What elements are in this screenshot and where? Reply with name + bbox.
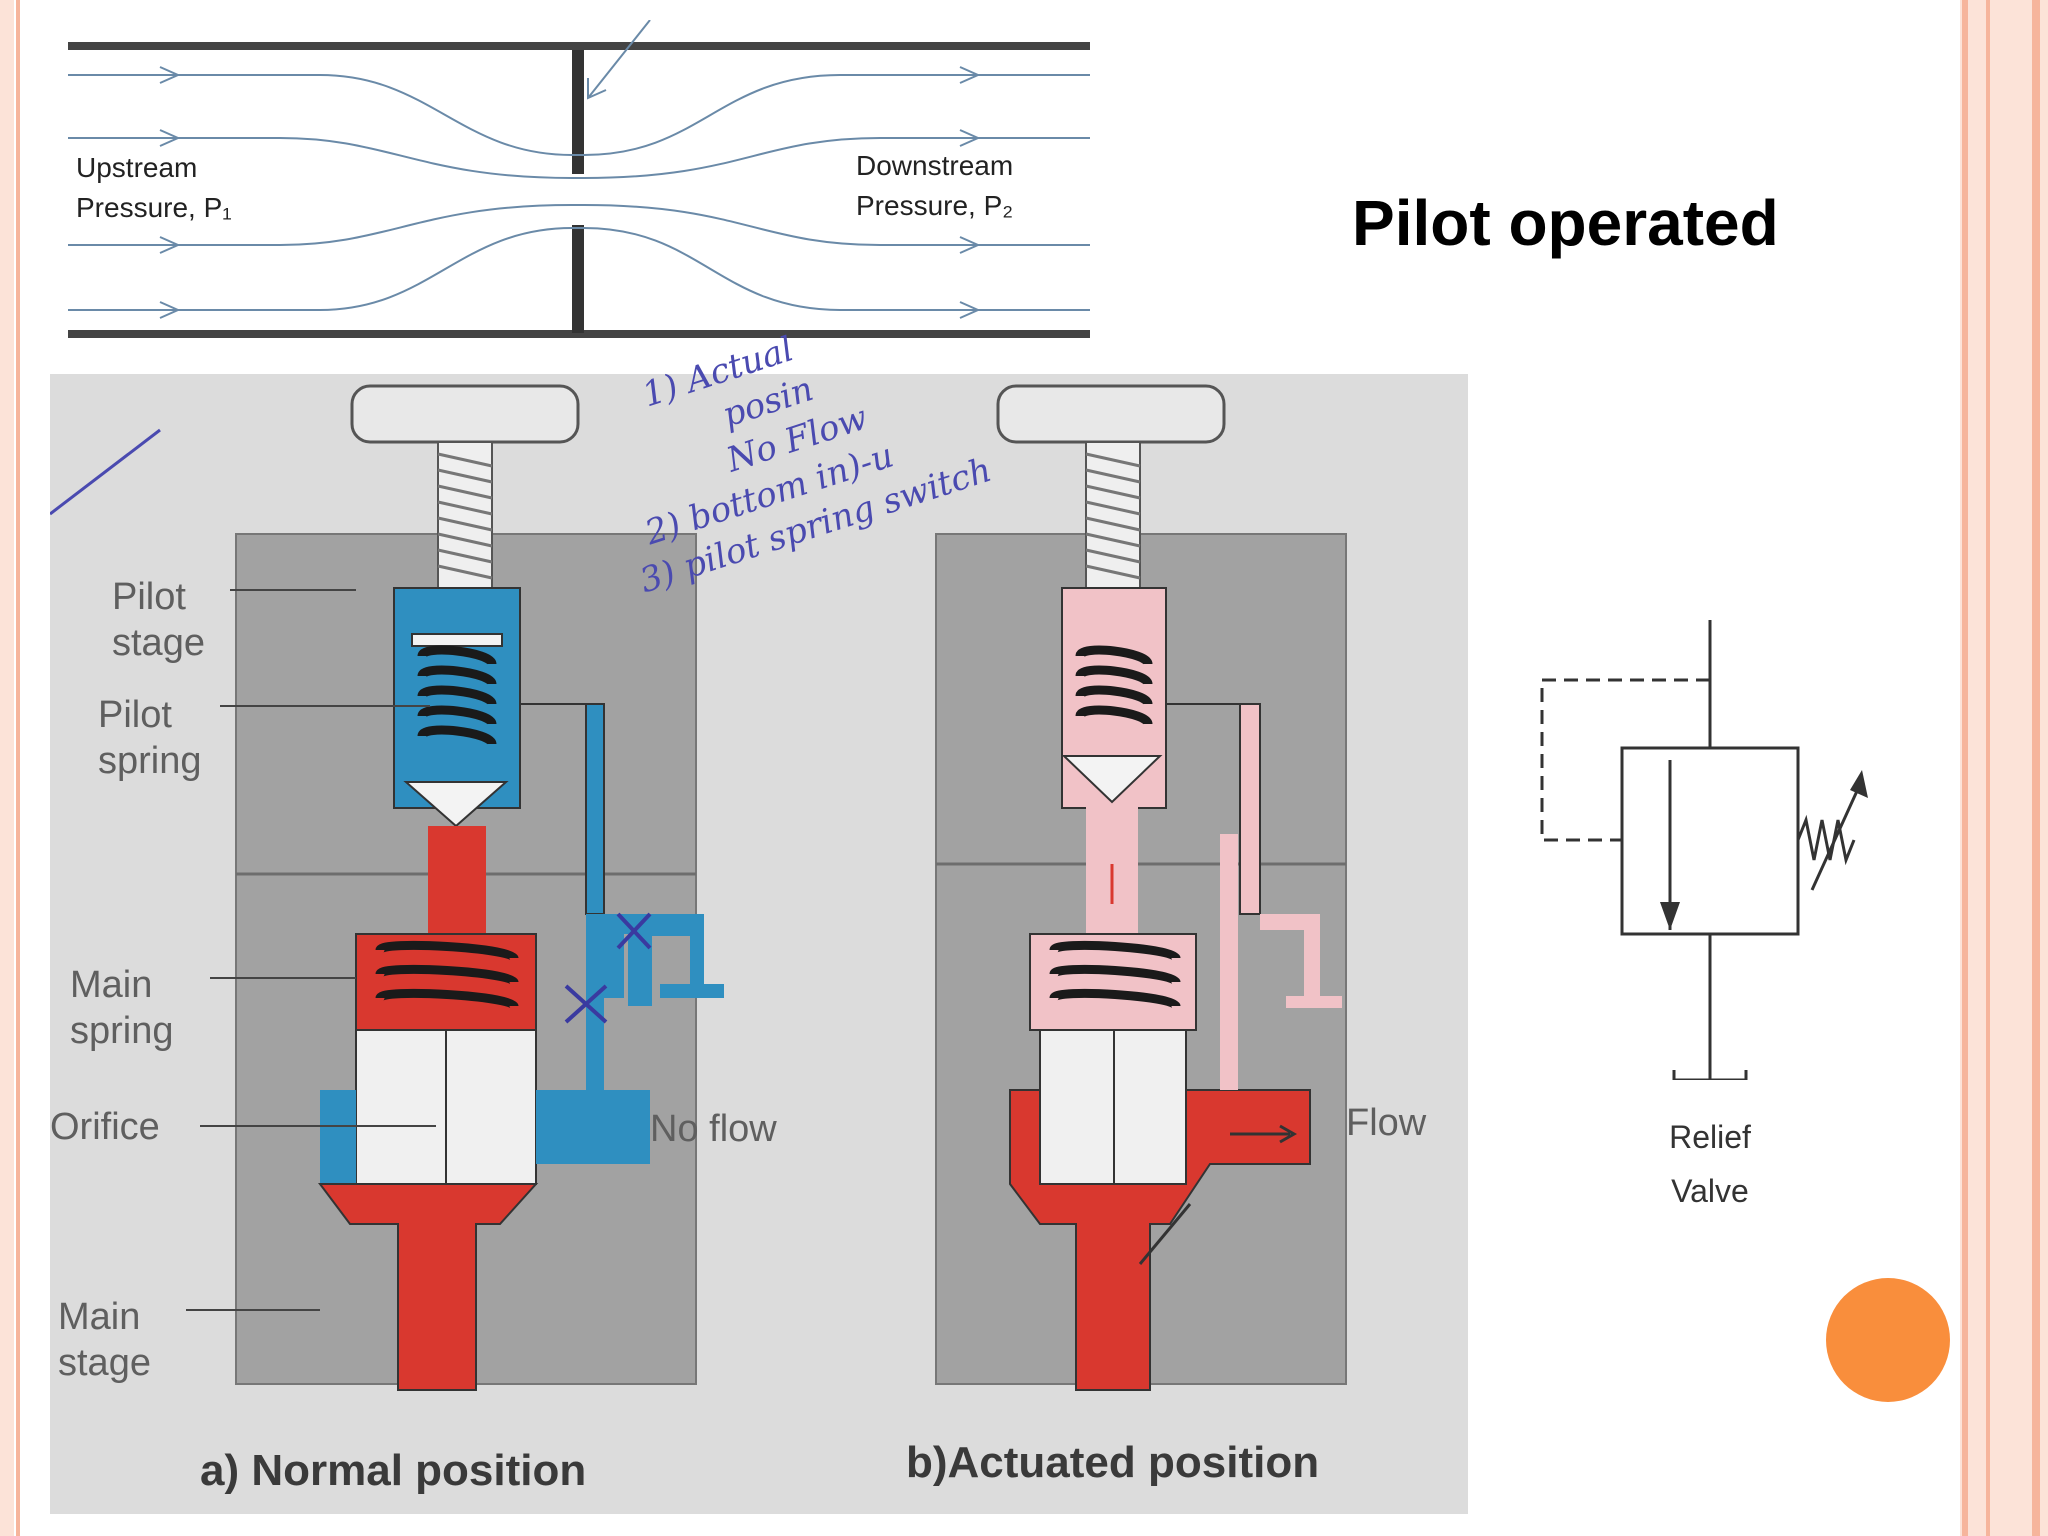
- downstream-label: Downstream Pressure, P₂: [856, 146, 1013, 226]
- no-flow-label: No flow: [650, 1108, 777, 1150]
- label-line: Pilot: [112, 576, 186, 618]
- label-line: Main: [70, 964, 153, 1006]
- caption-normal: a) Normal position: [200, 1446, 587, 1495]
- venturi-flow-svg: [68, 19, 1090, 338]
- right-border-stripe: [1986, 0, 1990, 1536]
- valve-figure: Pilot stage Pilot spring Main spring Ori…: [49, 329, 1468, 1514]
- downstream-line: Pressure, P₂: [856, 190, 1014, 221]
- label-line: Relief: [1669, 1119, 1751, 1155]
- upstream-line: Upstream: [76, 152, 198, 183]
- main-stage-label: Main stage: [58, 1294, 151, 1386]
- pilot-spring-label: Pilot spring: [98, 692, 202, 784]
- right-border-stripe: [2032, 0, 2040, 1536]
- label-line: Valve: [1671, 1173, 1749, 1209]
- valve-normal: [235, 384, 724, 1391]
- relief-valve-label: Relief Valve: [1650, 1110, 1770, 1218]
- label-line: Main: [58, 1296, 141, 1338]
- upstream-label: Upstream Pressure, P₁: [76, 148, 232, 228]
- label-line: Pilot: [98, 694, 172, 736]
- flow-label: Flow: [1346, 1102, 1427, 1144]
- label-line: spring: [70, 1010, 174, 1052]
- valve-actuated: [935, 384, 1347, 1391]
- left-border-stripe: [0, 0, 14, 1536]
- valve-cutaway-svg: [49, 384, 1347, 1391]
- relief-valve-symbol: Relief Valve: [1500, 610, 1900, 1209]
- upstream-line: Pressure, P₁: [76, 192, 232, 223]
- caption-actuated: b)Actuated position: [906, 1438, 1320, 1487]
- relief-valve-svg: [1540, 620, 1868, 1082]
- venturi-diagram: Upstream Pressure, P₁ Downstream Pressur…: [60, 19, 1100, 350]
- label-line: stage: [112, 622, 205, 664]
- left-border-stripe: [16, 0, 20, 1536]
- downstream-line: Downstream: [856, 150, 1014, 181]
- label-line: spring: [98, 740, 202, 782]
- main-spring-label: Main spring: [70, 962, 174, 1054]
- orifice-label: Orifice: [50, 1106, 160, 1148]
- slide-title: Pilot operated: [1352, 187, 1779, 259]
- pilot-stage-label: Pilot stage: [112, 574, 205, 666]
- right-border-stripe: [1962, 0, 1968, 1536]
- accent-circle: [1826, 1278, 1950, 1402]
- label-line: stage: [58, 1342, 151, 1384]
